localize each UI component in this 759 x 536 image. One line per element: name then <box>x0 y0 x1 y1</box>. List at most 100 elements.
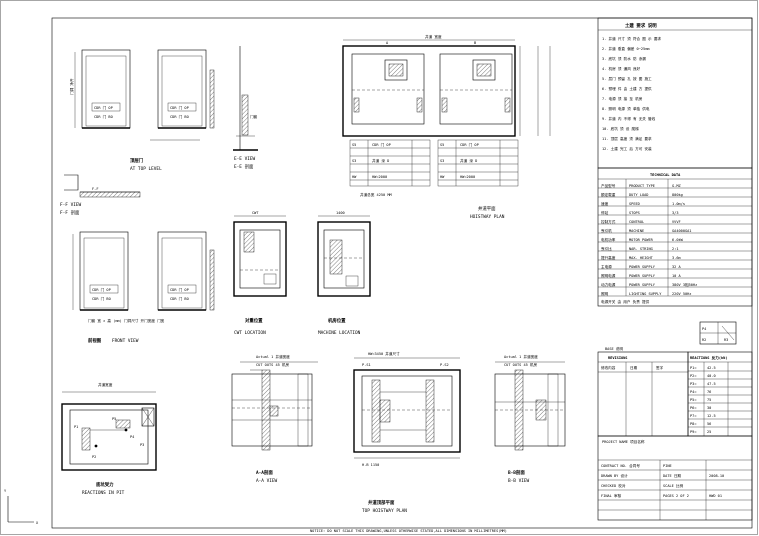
f-f-view-cn: F-F VIEW <box>60 202 82 208</box>
tech-row: 额定载重 DUTY LOAD 800kg <box>598 192 752 198</box>
pages-label: PAGES 2 OF 2 <box>663 494 689 498</box>
hoistway-plan-en: HOISTWAY PLAN <box>470 214 505 220</box>
svg-text:CDR 门 OP: CDR 门 OP <box>372 142 391 147</box>
pit-reactions-table: REACTIONS 反力(kN) P1=42.5 P2=40.0 P3=47.5… <box>687 351 753 437</box>
col-b: B <box>474 41 476 45</box>
pit-cn: 底坑受力 <box>95 481 114 488</box>
base-note-label: BASE 说明 <box>605 346 623 351</box>
top-hoistway-en: TOP HOISTWAY PLAN <box>362 508 407 514</box>
svg-text:10 A: 10 A <box>672 274 681 278</box>
a-a-en: A-A VIEW <box>256 478 278 484</box>
reaction-row: P8=56 <box>688 422 752 428</box>
tech-row: 照明 LIGHTING SUPPLY 220V 50Hz <box>598 291 752 297</box>
svg-text:CONTROL: CONTROL <box>629 220 644 224</box>
tech-row: 控制方式 CONTROL VVVF <box>598 219 752 225</box>
title-block: PROJECT NAME 项目名称 CONTRACT NO. 合同号 PINE … <box>597 435 753 521</box>
svg-text:井道宽度: 井道宽度 <box>98 382 113 387</box>
reaction-row: P5=75 <box>688 398 752 404</box>
view-machine-location: 1400 机房位置 MACHINE LOCATION <box>317 211 371 336</box>
svg-text:12.5: 12.5 <box>707 414 716 418</box>
footer-notice: NOTICE: DO NOT SCALE THIS DRAWING,UNLESS… <box>310 529 507 533</box>
svg-text:PRODUCT TYPE: PRODUCT TYPE <box>629 184 655 188</box>
pit-p-top: P5 <box>112 417 116 421</box>
tech-row: 电机功率 MOTOR POWER 6.0kW <box>598 237 752 243</box>
svg-text:CDR 门 OP: CDR 门 OP <box>92 287 111 292</box>
svg-text:HW: HW <box>440 175 445 179</box>
tech-row: 曳引机 MACHINE GA4000GA1 <box>598 228 752 234</box>
svg-text:CDR 门 BO: CDR 门 BO <box>170 114 189 119</box>
pit-p-mid: P4 <box>130 435 134 439</box>
svg-text:CDR 门 OP: CDR 门 OP <box>460 142 479 147</box>
svg-text:P6=: P6= <box>690 406 697 410</box>
svg-text:30: 30 <box>707 406 711 410</box>
reaction-row: P1=42.5 <box>688 366 752 372</box>
cwt-dim: CWT <box>252 211 259 215</box>
cwt-location-en: CWT LOCATION <box>234 330 266 336</box>
view-reactions-in-pit: 井道宽度 P5 P4 P1 P2 P3 底坑受力 REACTIONS IN PI… <box>61 382 157 496</box>
svg-text:S3: S3 <box>352 159 356 163</box>
svg-text:井道 深 D: 井道 深 D <box>372 158 389 163</box>
pit-p-bl: P2 <box>92 455 96 459</box>
svg-text:R2: R2 <box>702 338 706 342</box>
note-6: 6. 预埋 件 由 土建 方 提供 <box>602 86 652 91</box>
front-view-cn: 前视图 <box>88 337 102 344</box>
reaction-row: P7= 12.5 <box>688 414 752 420</box>
front-view-note: 门套 宽 × 高 (mm) 门洞尺寸 开门宽度 门宽 <box>88 318 165 323</box>
svg-text:P7=: P7= <box>690 414 697 418</box>
svg-text:曳引比: 曳引比 <box>601 246 612 251</box>
svg-text:POWER SUPPLY: POWER SUPPLY <box>629 265 656 269</box>
svg-text:电机功率: 电机功率 <box>601 237 616 242</box>
svg-text:HW=3450 井道尺寸: HW=3450 井道尺寸 <box>368 351 400 356</box>
svg-text:380V 3相50Hz: 380V 3相50Hz <box>672 282 697 287</box>
reaction-row: P6= 30 <box>688 406 752 412</box>
svg-text:VVVF: VVVF <box>672 220 681 224</box>
svg-text:HW=2000: HW=2000 <box>460 175 475 179</box>
svg-text:220V 50Hz: 220V 50Hz <box>672 292 691 296</box>
svg-text:P4=: P4= <box>690 390 697 394</box>
svg-text:HW: HW <box>352 175 357 179</box>
svg-text:47.5: 47.5 <box>707 382 716 386</box>
machine-dim: 1400 <box>336 211 345 215</box>
col-a: A <box>386 41 389 45</box>
svg-text:主电源: 主电源 <box>601 264 612 269</box>
svg-text:LIGHTING SUPPLY: LIGHTING SUPPLY <box>629 292 662 296</box>
svg-text:P3=: P3= <box>690 382 697 386</box>
view-e-e: 门套 E-E VIEW E-E 剖面 <box>233 46 258 170</box>
date-label: DATE 日期 <box>663 473 681 478</box>
svg-text:P.S1: P.S1 <box>362 363 371 367</box>
pit-p-left: P1 <box>74 425 78 429</box>
svg-text:NAR. STRING: NAR. STRING <box>629 247 653 251</box>
svg-text:日期: 日期 <box>630 365 638 370</box>
svg-text:800kg: 800kg <box>672 193 683 197</box>
b-b-en: B-B VIEW <box>508 478 530 484</box>
note-7: 7. 电源 须 接 至 机房 <box>602 96 643 101</box>
svg-text:控制方式: 控制方式 <box>601 219 616 224</box>
ucs-axis-icon: Y X <box>4 489 39 525</box>
note-11: 11. 顶层 高度 须 满足 要求 <box>602 136 652 141</box>
key-p-label: P4 <box>702 327 706 331</box>
svg-text:P2=: P2= <box>690 374 697 378</box>
svg-text:2:1: 2:1 <box>672 247 679 251</box>
tech-row: 产品型号 PRODUCT TYPE G-MZ <box>598 183 752 189</box>
svg-text:Y: Y <box>4 489 7 493</box>
svg-text:CUT OUTS 45 机房: CUT OUTS 45 机房 <box>256 362 290 367</box>
machine-location-cn: 机房位置 <box>328 317 346 324</box>
svg-text:曳引机: 曳引机 <box>601 228 612 233</box>
note-3: 3. 底坑 须 防水 防 渗漏 <box>602 56 646 61</box>
checked-label: CHECKED 校对 <box>601 483 626 488</box>
svg-text:产品型号: 产品型号 <box>601 183 616 188</box>
dwg-no: HWD 01 <box>709 494 722 498</box>
svg-text:动力电源: 动力电源 <box>601 282 616 287</box>
pit-p-right: P3 <box>140 443 144 447</box>
svg-text:Actual 1 井道宽度: Actual 1 井道宽度 <box>256 354 290 359</box>
view-b-b: Actual 1 井道宽度 CUT OUTS 45 机房 B-B剖面 B-B V… <box>494 354 566 484</box>
svg-text:R3: R3 <box>724 338 728 342</box>
tech-row: 动力电源 POWER SUPPLY 380V 3相50Hz <box>598 282 752 288</box>
svg-text:3.6m: 3.6m <box>672 256 681 260</box>
e-e-view-en: E-E 剖面 <box>234 163 254 170</box>
note-4: 4. 机房 须 通风 良好 <box>602 66 641 71</box>
svg-text:HW=2000: HW=2000 <box>372 175 387 179</box>
svg-text:Actual 1 井道宽度: Actual 1 井道宽度 <box>504 354 538 359</box>
